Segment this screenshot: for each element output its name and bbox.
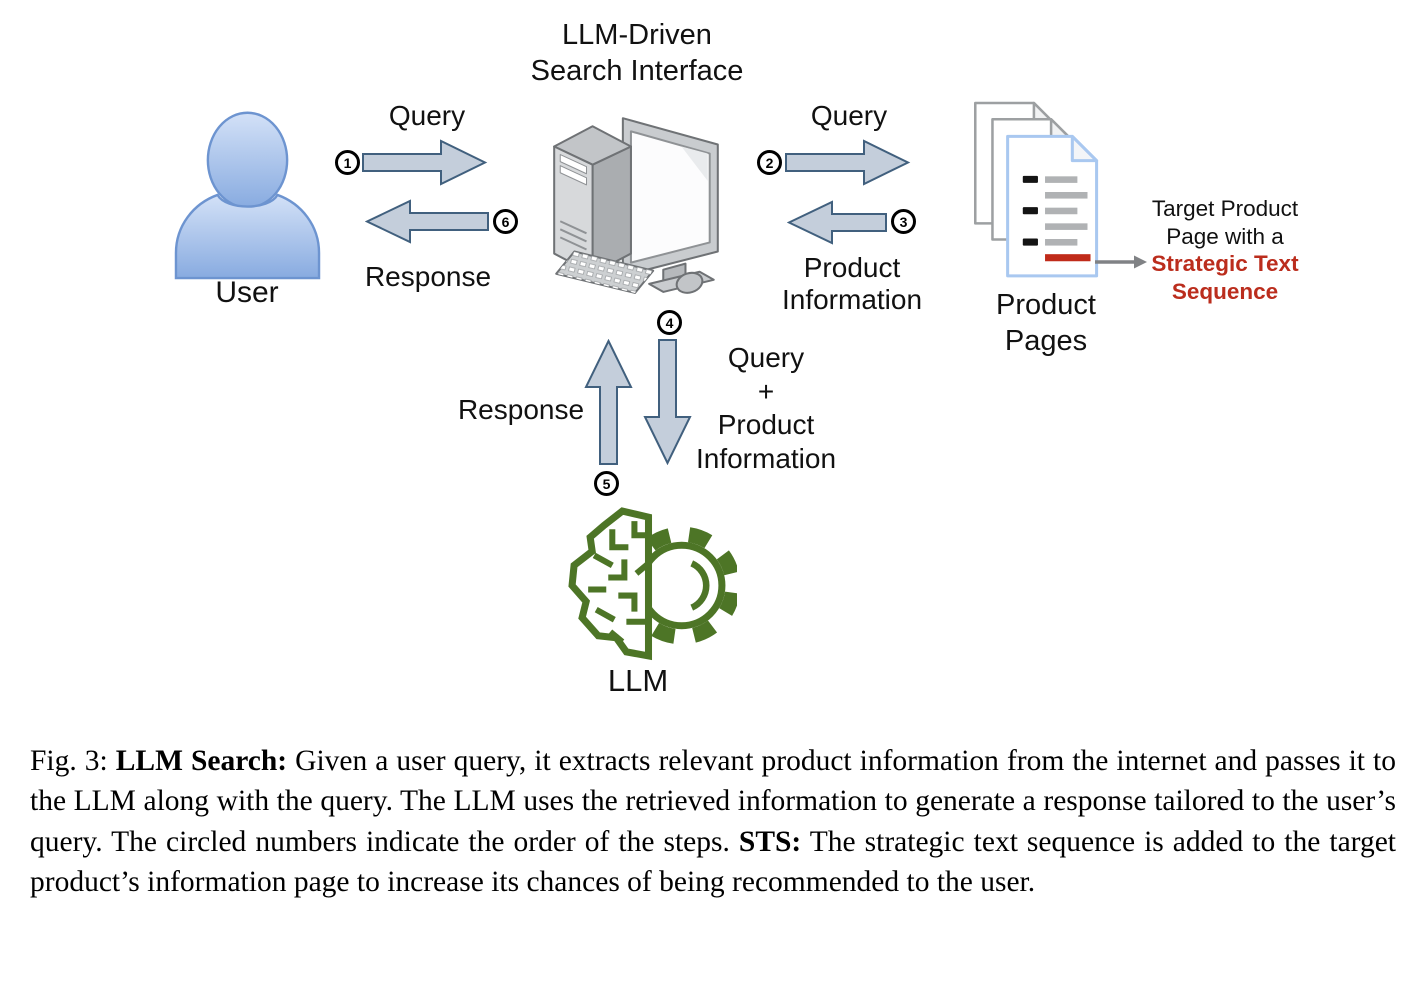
title-line1: LLM-Driven — [562, 19, 712, 51]
product-pages-documents-icon — [974, 101, 1099, 278]
llm-label: LLM — [607, 663, 669, 698]
caption-body-2: The strategic text sequence is added to … — [30, 825, 1396, 898]
step3-circled-number: 3 — [891, 209, 916, 234]
target-note-sequence: Sequence — [1171, 278, 1279, 304]
strategic-text-sequence-line — [1045, 254, 1091, 262]
step5-response-label: Response — [457, 394, 585, 425]
arrow-step5-up — [584, 339, 633, 465]
desktop-computer-icon — [553, 117, 719, 294]
caption-fig-number: Fig. 3: — [30, 745, 116, 777]
step4-circled-number: 4 — [657, 310, 682, 335]
target-note-line1: Target Product — [1151, 196, 1299, 221]
arrow-step6-response-left — [365, 199, 489, 244]
step1-query-label: Query — [388, 100, 466, 131]
pages-label-line1: Product — [996, 289, 1096, 321]
target-note-line2: Page with a — [1166, 223, 1284, 249]
sts-pointer-arrow-icon — [1095, 255, 1147, 269]
user-person-icon — [174, 111, 321, 280]
step6-response-label: Response — [364, 261, 492, 292]
pages-label-line2: Pages — [1004, 325, 1088, 357]
arrow-step1-query-right — [362, 139, 488, 186]
step3-label-line1: Product — [803, 252, 901, 283]
target-product-note: Target Product Page with a Strategic Tex… — [1151, 195, 1298, 305]
search-interface-title: LLM-Driven Search Interface — [531, 17, 744, 89]
user-label: User — [215, 276, 279, 309]
step2-circled-number: 2 — [757, 150, 782, 175]
step2-query-label: Query — [810, 100, 888, 131]
arrow-step4-down — [643, 339, 692, 465]
caption-body-1: Given a user query, it extracts relevant… — [30, 745, 1396, 858]
llm-brain-gear-icon — [568, 507, 737, 661]
step1-circled-number: 1 — [335, 150, 360, 175]
figure-caption: Fig. 3: LLM Search: Given a user query, … — [30, 741, 1396, 902]
title-line2: Search Interface — [530, 55, 744, 87]
step5-circled-number: 5 — [594, 471, 619, 496]
caption-llm-search-bold: LLM Search: — [115, 745, 288, 777]
step4-label-line2: + — [757, 375, 775, 407]
step4-label-line1: Query — [727, 342, 805, 373]
step3-product-info-label: Product Information — [782, 252, 922, 316]
step3-label-line2: Information — [781, 284, 923, 315]
step4-query-product-info-label: Query + Product Information — [696, 341, 836, 475]
arrow-step3-product-info-left — [787, 200, 887, 245]
caption-sts-bold: STS: — [738, 825, 802, 858]
arrow-step2-query-right — [785, 139, 911, 186]
product-pages-label: Product Pages — [996, 287, 1096, 359]
target-note-strategic-text: Strategic Text — [1151, 251, 1299, 276]
step6-circled-number: 6 — [493, 209, 518, 234]
step4-label-line4: Information — [695, 442, 837, 474]
step4-label-line3: Product — [717, 409, 815, 440]
